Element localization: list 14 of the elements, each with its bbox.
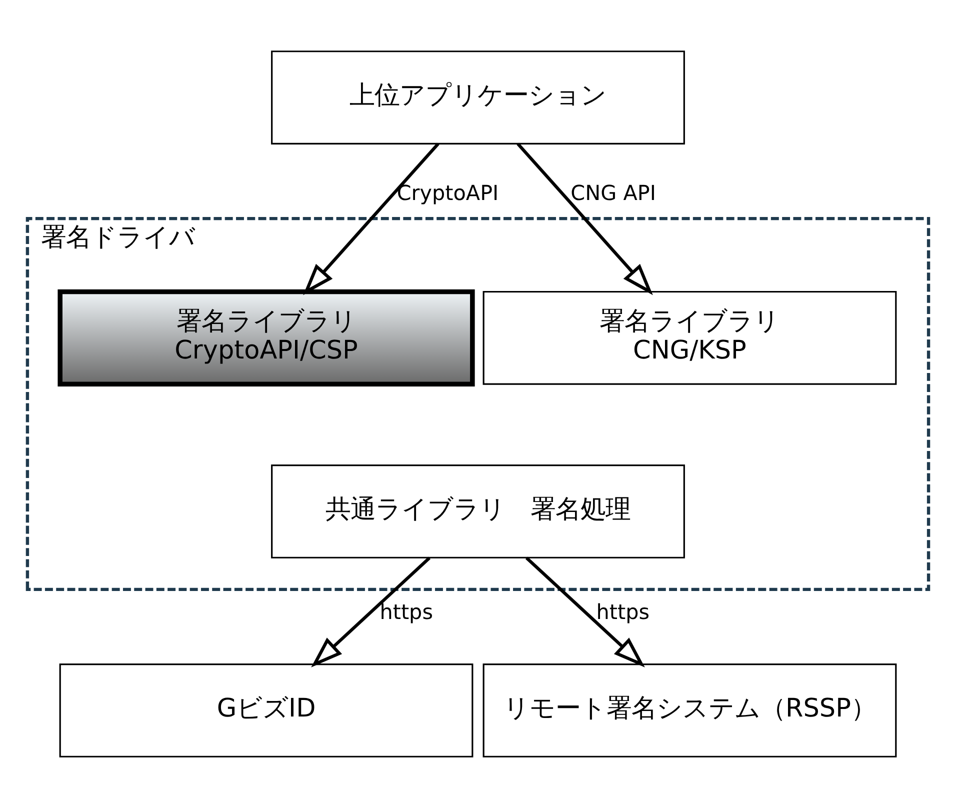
arrow [311, 556, 430, 668]
node-box: GビズID [59, 664, 474, 758]
node-box: 署名ライブラリ CNG/KSP [482, 290, 897, 385]
node-box: 共通ライブラリ 署名処理 [271, 464, 685, 558]
arrow [526, 556, 645, 668]
edge-label: CNG API [570, 181, 656, 206]
node-box: 署名ライブラリ CryptoAPI/CSP [58, 289, 475, 386]
node-box: 上位アプリケーション [271, 50, 685, 144]
node-box: リモート署名システム（RSSP） [482, 664, 897, 758]
edge-label: https [596, 600, 650, 624]
edge-label: https [380, 600, 433, 624]
arrow [303, 142, 440, 296]
edge-label: CryptoAPI [396, 181, 499, 206]
arrow [516, 142, 653, 296]
